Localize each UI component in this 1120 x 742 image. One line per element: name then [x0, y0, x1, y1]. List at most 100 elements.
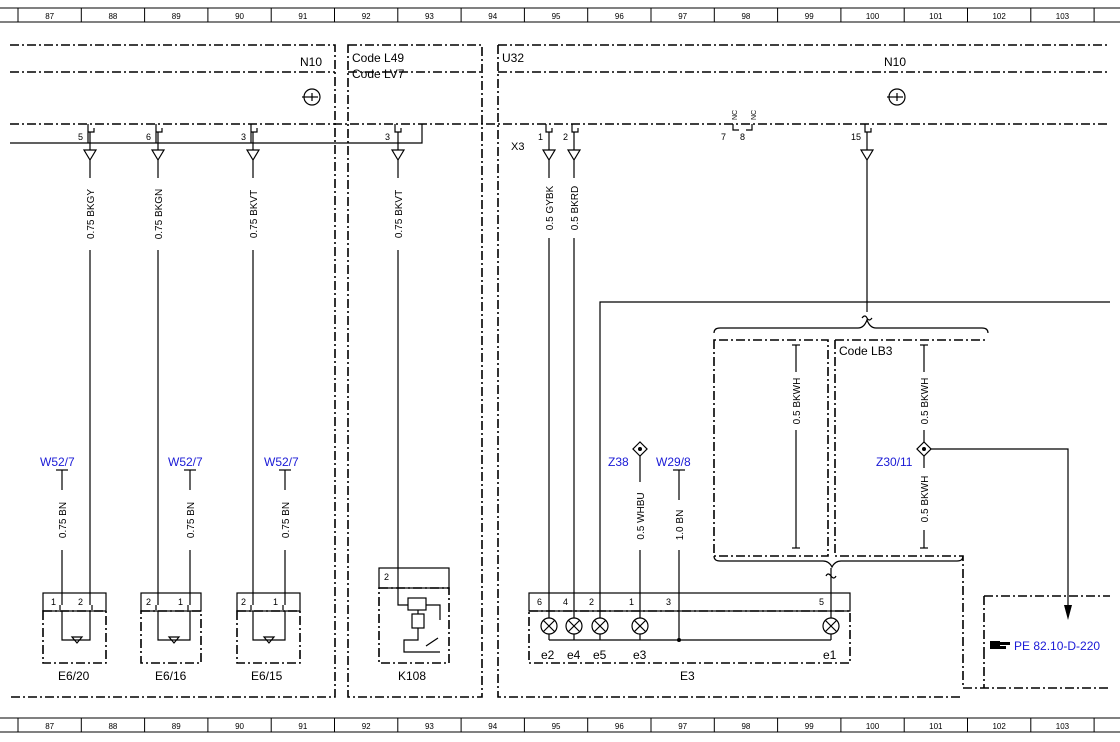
pe-reference[interactable]: PE 82.10-D-220: [990, 639, 1100, 653]
grid-column-number: 87: [45, 12, 54, 21]
wire-label: 0.75 BN: [186, 502, 197, 538]
lamp-components: [42, 592, 301, 664]
module-label-n10-right: N10: [884, 55, 906, 69]
wire-label: 0.75 BKGN: [154, 189, 165, 240]
grid-column-number: 88: [108, 722, 117, 731]
grid-column-number: 101: [929, 722, 943, 731]
grid-column-number: 91: [298, 722, 307, 731]
pin-label: 5: [819, 597, 824, 607]
grid-column-number: 96: [615, 722, 624, 731]
grid-column-number: 94: [488, 12, 497, 21]
pin-label: 3: [666, 597, 671, 607]
wire-label: 0.5 BKRD: [570, 186, 581, 230]
pin-label: 6: [537, 597, 542, 607]
pin-label: 1: [629, 597, 634, 607]
wire-label: 0.5 BKWH: [792, 378, 803, 425]
grid-column-number: 87: [45, 722, 54, 731]
pointing-hand-icon: [990, 641, 1010, 649]
ref-link-z38[interactable]: Z38: [608, 455, 629, 469]
grid-column-number: 92: [362, 12, 371, 21]
grid-column-number: 100: [866, 12, 880, 21]
grid-column-number: 98: [741, 12, 750, 21]
module-label-code-l49: Code L49: [352, 51, 404, 65]
grid-column-number: 96: [615, 12, 624, 21]
grid-column-number: 103: [1056, 12, 1070, 21]
pe-reference-link[interactable]: PE 82.10-D-220: [1014, 639, 1100, 653]
component-label-e6-15: E6/15: [251, 669, 283, 683]
grid-column-number: 102: [992, 722, 1006, 731]
grid-column-number: 95: [552, 12, 561, 21]
grid-column-number: 99: [805, 12, 814, 21]
ref-link-w52-7[interactable]: W52/7: [168, 455, 203, 469]
pin-label: 6: [146, 132, 151, 142]
grid-column-number: 89: [172, 12, 181, 21]
grid-column-number: 100: [866, 722, 880, 731]
component-label-e6-20: E6/20: [58, 669, 90, 683]
grid-column-number: 90: [235, 722, 244, 731]
nc-label: NC: [732, 110, 739, 120]
grid-column-number: 102: [992, 12, 1006, 21]
lamp-label: e4: [567, 648, 581, 662]
pin-label: 15: [851, 132, 861, 142]
wire-label: 0.75 BN: [58, 502, 69, 538]
grid-column-number: 103: [1056, 722, 1070, 731]
pin-label: 2: [589, 597, 594, 607]
pin-label: 3: [241, 132, 246, 142]
grid-column-number: 88: [108, 12, 117, 21]
grid-column-number: 90: [235, 12, 244, 21]
lamp-label: e1: [823, 648, 837, 662]
nc-label: NC: [751, 110, 758, 120]
pin-label: 4: [563, 597, 568, 607]
wire-label: 1.0 BN: [675, 510, 686, 541]
wires: [56, 132, 1110, 620]
ref-link-w29-8[interactable]: W29/8: [656, 455, 691, 469]
ref-link-w52-7[interactable]: W52/7: [264, 455, 299, 469]
grid-column-number: 89: [172, 722, 181, 731]
pin-label: 2: [241, 597, 246, 607]
grid-column-number: 92: [362, 722, 371, 731]
ground-symbol-icon: [302, 88, 906, 106]
lamp-cluster-e3: [528, 592, 851, 664]
grid-column-number: 91: [298, 12, 307, 21]
wire-label: 0.5 GYBK: [545, 185, 556, 230]
component-label-k108: K108: [398, 669, 426, 683]
grid-column-number: 97: [678, 12, 687, 21]
pin-label: 1: [273, 597, 278, 607]
wire-label: 0.5 BKWH: [920, 476, 931, 523]
pin-label: 3: [385, 132, 390, 142]
pin-label: 8: [740, 132, 745, 142]
relay-k108: [378, 567, 450, 664]
grid-column-number: 93: [425, 12, 434, 21]
component-label-e3: E3: [680, 669, 695, 683]
connector-pins: [87, 124, 872, 143]
grid-column-number: 98: [741, 722, 750, 731]
pin-label: 2: [563, 132, 568, 142]
lamp-label: e3: [633, 648, 647, 662]
pin-label: 5: [78, 132, 83, 142]
module-label-n10-left: N10: [300, 55, 322, 69]
pin-label: 1: [178, 597, 183, 607]
pin-label: 2: [78, 597, 83, 607]
lamp-label: e2: [541, 648, 555, 662]
grid-column-number: 97: [678, 722, 687, 731]
connector-label-x3: X3: [511, 141, 524, 153]
pin-label: 1: [51, 597, 56, 607]
component-label-e6-16: E6/16: [155, 669, 187, 683]
module-label-code-lb3: Code LB3: [839, 344, 893, 358]
wire-label: 0.75 BKGY: [86, 189, 97, 239]
pin-label: 7: [721, 132, 726, 142]
grid-column-number: 95: [552, 722, 561, 731]
wire-label: 0.75 BN: [281, 502, 292, 538]
module-label-code-lv7: Code LV7: [352, 67, 405, 81]
connector-arrows: [82, 149, 875, 162]
wire-label: 0.5 WHBU: [636, 492, 647, 539]
module-label-u32: U32: [502, 51, 524, 65]
grid-column-number: 94: [488, 722, 497, 731]
ref-link-z30-11[interactable]: Z30/11: [876, 455, 913, 469]
wire-label: 0.5 BKWH: [920, 378, 931, 425]
grid-column-number: 93: [425, 722, 434, 731]
ref-link-w52-7[interactable]: W52/7: [40, 455, 75, 469]
wire-label: 0.75 BKVT: [394, 190, 405, 238]
